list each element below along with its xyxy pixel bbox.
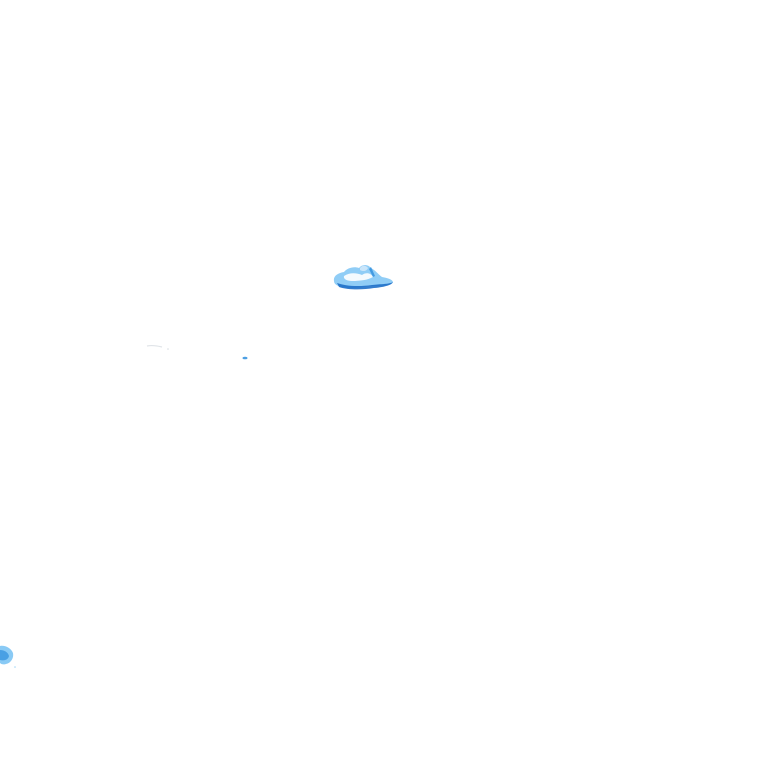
small-speck [242,356,248,360]
cloud-blob [333,265,393,290]
faint-streak [146,344,169,350]
corner-blob [0,645,16,668]
